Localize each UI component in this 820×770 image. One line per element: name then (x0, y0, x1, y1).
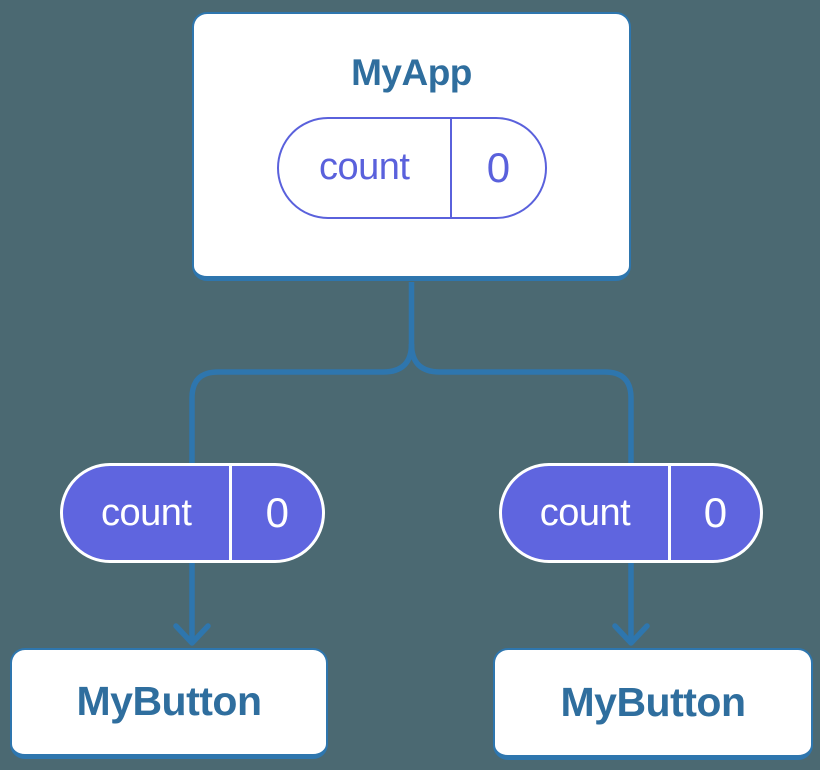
state-name-label: count (101, 491, 192, 534)
node-card-root: MyApp count 0 (192, 12, 631, 281)
pill-divider (667, 466, 671, 560)
state-value: 0 (703, 489, 728, 536)
state-pill-root: count 0 (276, 116, 547, 219)
arrow-down-left-icon (173, 623, 211, 646)
node-title: MyButton (560, 678, 746, 725)
node-card-left: MyButton (10, 648, 328, 759)
pill-divider (449, 118, 453, 217)
state-value: 0 (265, 489, 289, 536)
pill-divider (229, 466, 233, 560)
state-pill-right: count 0 (499, 463, 763, 563)
state-value: 0 (486, 143, 511, 191)
node-title: MyButton (76, 678, 262, 725)
state-name-label: count (318, 146, 410, 189)
connector-branch-left (189, 343, 415, 640)
arrow-down-right-icon (612, 623, 650, 646)
state-pill-left: count 0 (60, 463, 325, 563)
connector-branch-right (408, 343, 634, 640)
node-title: MyApp (351, 52, 472, 93)
node-card-right: MyButton (493, 648, 813, 760)
state-name-label: count (539, 491, 631, 534)
